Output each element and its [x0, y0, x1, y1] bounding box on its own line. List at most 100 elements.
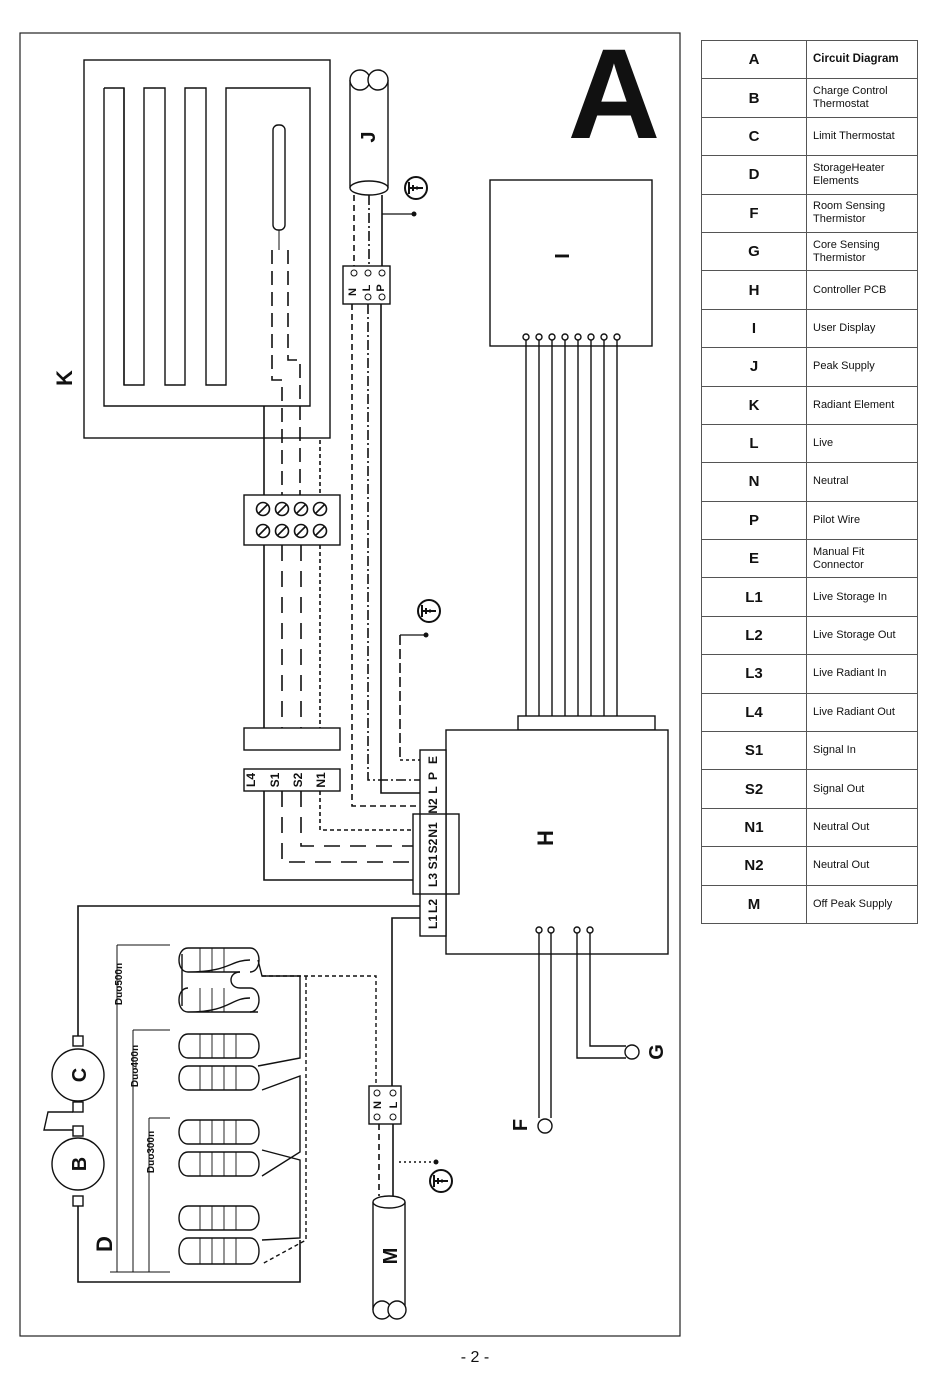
- charge-thermostat: [51, 1125, 105, 1207]
- radiant-wires: [263, 250, 321, 495]
- term-N1: N1: [314, 772, 328, 788]
- legend-code: L3: [701, 654, 807, 694]
- legend-code: L1: [701, 577, 807, 617]
- legend-code: M: [701, 884, 807, 924]
- size-duo400: Duo400n: [130, 1045, 141, 1087]
- pcb-term-L: L: [426, 786, 440, 793]
- legend-code: J: [701, 347, 807, 387]
- pcb-term-L3: L3: [426, 873, 440, 887]
- legend-code: H: [701, 270, 807, 310]
- legend-code: L: [701, 423, 807, 464]
- label-J: J: [358, 131, 380, 142]
- legend-description: Live: [806, 423, 918, 464]
- term-L4: L4: [244, 773, 258, 787]
- ground-icon: [404, 176, 428, 200]
- legend-code: N1: [701, 807, 807, 848]
- pcb-term-L1: L1: [426, 915, 440, 929]
- limit-thermostat: [51, 1035, 105, 1113]
- legend-description: Live Storage Out: [806, 615, 918, 656]
- term-S2: S2: [291, 772, 305, 787]
- label-D: D: [92, 1236, 117, 1252]
- legend-description: Off Peak Supply: [806, 884, 918, 924]
- legend-code: F: [701, 193, 807, 233]
- pcb-term-L2: L2: [426, 899, 440, 913]
- legend-description: Controller PCB: [806, 270, 918, 310]
- legend-description: Core Sensing Thermistor: [806, 231, 918, 272]
- peak-term-L: L: [361, 284, 373, 291]
- cable-clamp: [243, 727, 341, 751]
- pcb-term-S1: S1: [426, 854, 440, 869]
- storage-heater-elements: [178, 947, 260, 1265]
- legend-description: StorageHeater Elements: [806, 155, 918, 195]
- legend-description: Radiant Element: [806, 385, 918, 425]
- legend-description: Charge Control Thermostat: [806, 78, 918, 118]
- legend-code: S1: [701, 731, 807, 771]
- controller-pcb: [412, 715, 669, 955]
- peak-terminal-block: [342, 265, 391, 305]
- legend-description: Room Sensing Thermistor: [806, 193, 918, 233]
- offpeak-term-L: L: [388, 1101, 400, 1108]
- offpeak-terminal-block: [368, 1085, 402, 1125]
- radiant-element: [83, 59, 331, 439]
- legend-code: G: [701, 231, 807, 272]
- room-thermistor: [537, 1118, 553, 1134]
- diagram-letter: A: [568, 23, 660, 166]
- pcb-term-N1: N1: [426, 822, 440, 838]
- legend-code: B: [701, 78, 807, 118]
- legend-code: D: [701, 155, 807, 195]
- legend-description: Neutral Out: [806, 807, 918, 848]
- legend-description: User Display: [806, 308, 918, 349]
- legend-code: L4: [701, 692, 807, 733]
- legend-description: Signal Out: [806, 769, 918, 809]
- legend-description: Limit Thermostat: [806, 116, 918, 157]
- peak-supply-cable: [349, 69, 389, 196]
- legend-description: Live Storage In: [806, 577, 918, 617]
- label-K: K: [52, 370, 77, 386]
- legend-code: C: [701, 116, 807, 157]
- offpeak-supply-cable: [372, 1195, 407, 1320]
- size-duo500: Duo500n: [114, 963, 125, 1005]
- offpeak-term-N: N: [372, 1101, 384, 1109]
- label-C: C: [69, 1068, 91, 1082]
- core-thermistor: [624, 1044, 640, 1060]
- heater-terminal-block: [243, 768, 341, 792]
- term-S1: S1: [268, 772, 282, 787]
- radiant-terminal-block: [243, 494, 341, 546]
- legend-description: Neutral: [806, 462, 918, 502]
- pcb-term-N2: N2: [426, 798, 440, 814]
- user-display: [489, 179, 653, 347]
- legend-description: Signal In: [806, 731, 918, 771]
- legend-description: Manual Fit Connector: [806, 539, 918, 579]
- label-G: G: [646, 1044, 668, 1060]
- label-H: H: [533, 830, 558, 846]
- ground-icon: [417, 599, 441, 623]
- legend-description: Neutral Out: [806, 846, 918, 886]
- label-B: B: [69, 1157, 91, 1171]
- diagram-frame: [19, 32, 681, 1337]
- legend-code: N: [701, 462, 807, 502]
- label-F: F: [510, 1119, 532, 1131]
- legend-description: Live Radiant Out: [806, 692, 918, 733]
- legend-description: Live Radiant In: [806, 654, 918, 694]
- legend-code: K: [701, 385, 807, 425]
